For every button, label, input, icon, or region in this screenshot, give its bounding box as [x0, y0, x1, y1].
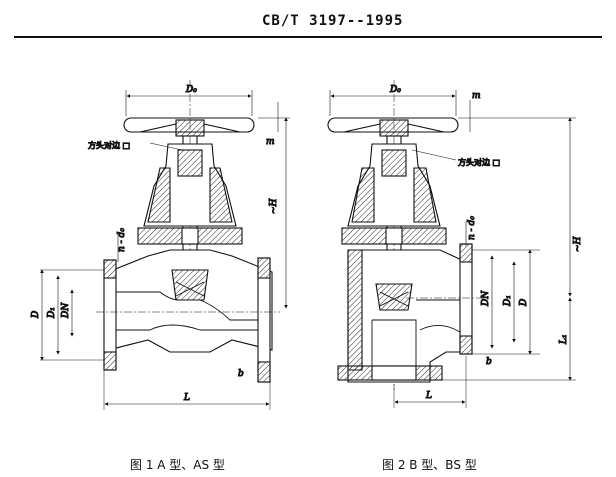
fig2-label-DN: DN: [481, 290, 491, 307]
fig2-label-m: m: [472, 91, 481, 101]
fig2-label-D1: D₁: [503, 295, 513, 307]
figure-2-caption: 图 2 B 型、BS 型: [382, 458, 477, 472]
fig1-label-d0: D₀: [185, 85, 197, 95]
figure-2-drawing: [327, 80, 576, 408]
fig1-label-L: L: [183, 393, 190, 403]
document-header: CB/T 3197--1995: [262, 13, 404, 29]
figure-1-drawing: [40, 80, 290, 410]
fig1-label-square: 方头对边 □: [88, 140, 130, 150]
fig2-label-b: b: [486, 357, 492, 367]
fig2-label-H: ~H: [573, 236, 583, 252]
fig2-label-d0: D₀: [389, 85, 401, 95]
fig2-label-bolt: n - d₀: [467, 216, 477, 240]
fig1-label-bolt: n - d₀: [117, 228, 127, 252]
fig1-label-DN: DN: [61, 302, 71, 319]
fig1-label-m: m: [266, 137, 275, 147]
fig1-label-H: ~H: [269, 198, 279, 214]
fig2-label-L1: L₁: [559, 334, 569, 345]
fig1-label-D: D: [31, 311, 41, 319]
figure-1-caption: 图 1 A 型、AS 型: [130, 458, 225, 472]
fig2-label-D: D: [519, 299, 529, 307]
header-rule: [14, 36, 602, 38]
fig1-label-b: b: [238, 369, 244, 379]
fig1-label-D1: D₁: [47, 307, 57, 319]
fig2-label-L: L: [425, 391, 432, 401]
fig2-label-square: 方头对边 □: [458, 157, 500, 167]
